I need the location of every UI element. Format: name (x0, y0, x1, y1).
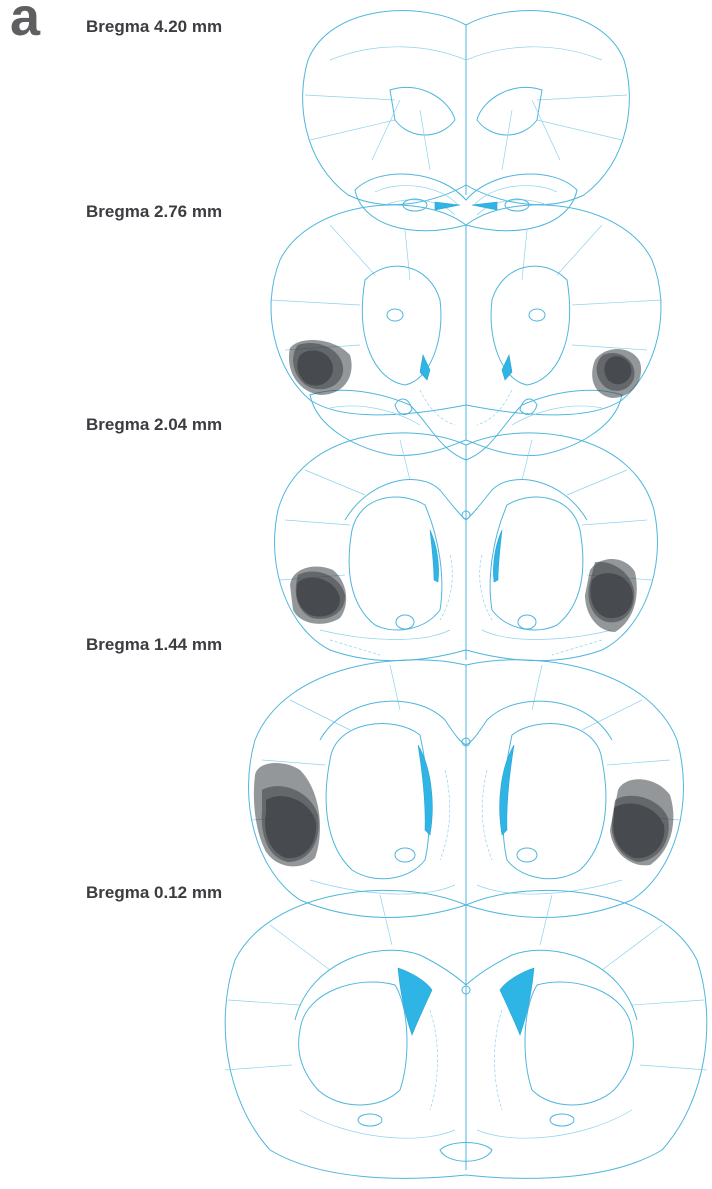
brain-section-bregma-0-12 (225, 890, 707, 1178)
lesion-left-1-44 (254, 763, 320, 866)
lesion-right-2-76 (592, 349, 641, 398)
lesion-right-1-44 (610, 779, 673, 865)
lesion-left-2-04 (290, 566, 346, 623)
brain-section-bregma-2-04 (275, 433, 658, 661)
brain-section-bregma-4-20 (303, 11, 630, 231)
brain-section-bregma-1-44 (249, 660, 684, 920)
brain-section-bregma-2-76 (270, 205, 662, 460)
lesion-right-2-04 (585, 559, 637, 632)
lesion-left-2-76 (289, 340, 352, 395)
